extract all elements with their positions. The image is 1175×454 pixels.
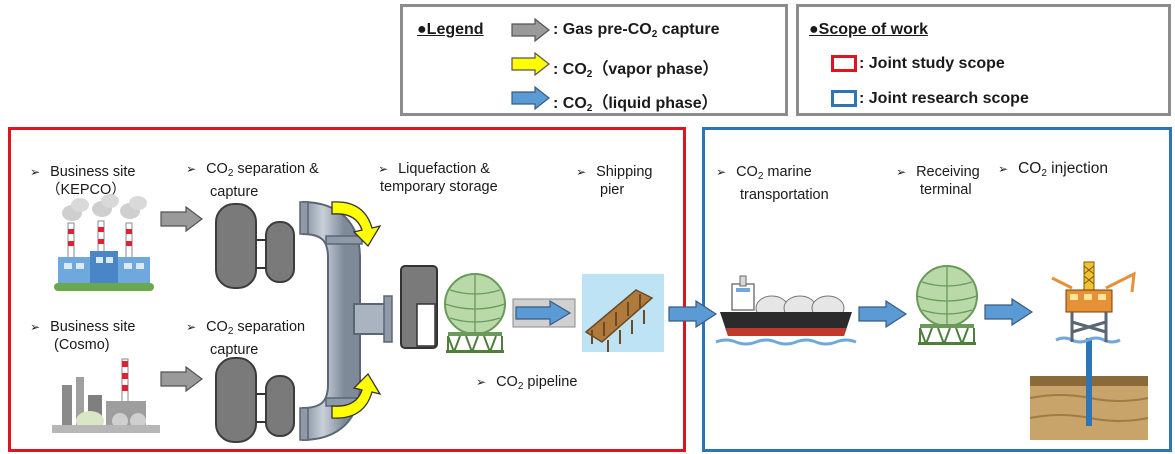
gas-arrow-top-icon <box>160 205 203 233</box>
label-separation-capture-1: ➢CO2 separation & capture <box>186 161 319 200</box>
label-separation-capture-2: ➢CO2 separation capture <box>186 319 306 358</box>
label-receiving-terminal: ➢Receiving terminal <box>896 164 980 198</box>
liquid-arrow-injection-icon <box>984 297 1034 327</box>
research-scope-label: : Joint research scope <box>859 90 1029 107</box>
label-co2-pipeline: ➢CO2 pipeline <box>476 374 578 392</box>
vapor-legend-arrow-icon <box>511 51 550 77</box>
power-plant-kepco-icon <box>54 194 154 291</box>
gas-legend-arrow-icon <box>511 17 550 43</box>
storage-sphere-icon <box>444 273 506 353</box>
pipeline-manifold-icon <box>299 201 393 441</box>
label-business-site-kepco: ➢Business site （KEPCO） <box>30 164 136 198</box>
shipping-pier-icon <box>582 274 664 352</box>
scope-box: ●Scope of work : Joint study scope : Joi… <box>796 4 1171 116</box>
vapor-arrow-bottom-icon <box>331 372 382 419</box>
joint-study-scope-frame <box>8 127 686 452</box>
co2-carrier-ship-icon <box>715 275 857 346</box>
offshore-injection-platform-icon <box>1029 261 1149 440</box>
liquid-legend-arrow-icon <box>511 85 550 111</box>
scope-title: ●Scope of work <box>809 21 929 38</box>
gas-arrow-bottom-icon <box>160 365 203 393</box>
study-scope-swatch <box>831 55 857 72</box>
liquid-arrow-crossing-icon <box>668 299 718 329</box>
refinery-cosmo-icon <box>52 358 160 433</box>
legend-vapor-label: : CO2（vapor phase） <box>553 61 719 80</box>
label-marine-transportation: ➢CO2 marine transportation <box>716 164 829 203</box>
separation-vessel-top-icon <box>215 203 295 289</box>
label-liquefaction: ➢Liquefaction & temporary storage <box>378 161 498 195</box>
liquefaction-unit-icon <box>400 265 438 349</box>
liquid-arrow-terminal-icon <box>858 299 908 329</box>
separation-vessel-bottom-icon <box>215 357 295 443</box>
study-scope-label: : Joint study scope <box>859 55 1005 72</box>
liquid-arrow-pier-icon <box>512 298 576 328</box>
label-co2-injection: ➢CO2 injection <box>998 160 1109 179</box>
research-scope-swatch <box>831 90 857 107</box>
vapor-arrow-top-icon <box>331 201 382 248</box>
joint-research-scope-frame <box>702 127 1172 452</box>
legend-box: ●Legend : Gas pre-CO2 capture : CO2（vapo… <box>400 4 788 116</box>
legend-liquid-label: : CO2（liquid phase） <box>553 95 718 114</box>
receiving-terminal-sphere-icon <box>916 265 978 345</box>
legend-gas-label: : Gas pre-CO2 capture <box>553 21 720 40</box>
label-shipping-pier: ➢Shipping pier <box>576 164 653 198</box>
label-business-site-cosmo: ➢Business site (Cosmo) <box>30 319 136 353</box>
legend-title: ●Legend <box>417 21 484 38</box>
